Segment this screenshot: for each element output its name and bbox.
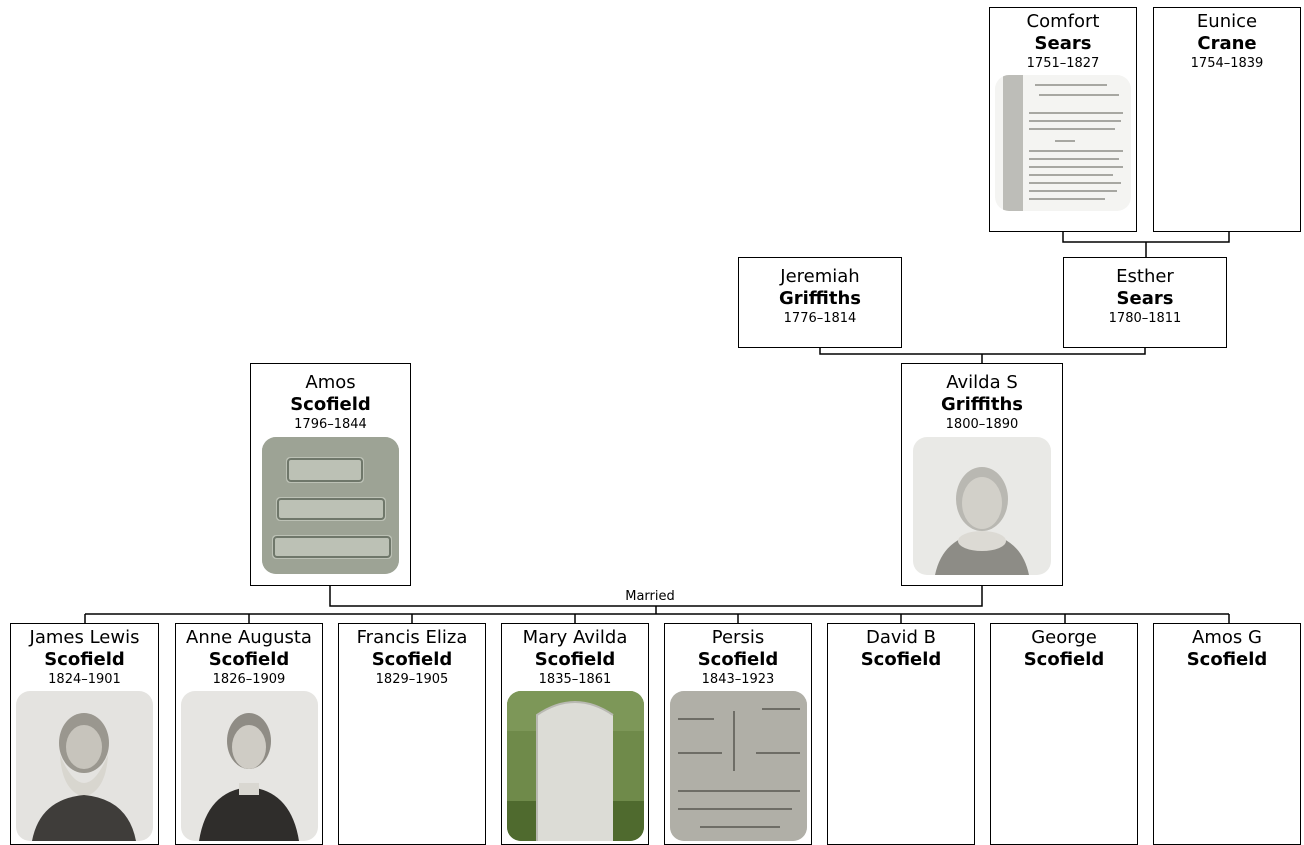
person-card-amos-g-scofield[interactable]: Amos G Scofield xyxy=(1153,623,1301,845)
given-name: Amos xyxy=(305,372,356,393)
document-scan-photo[interactable] xyxy=(995,75,1131,211)
headstone-photo[interactable] xyxy=(506,691,644,841)
given-name: Francis Eliza xyxy=(356,627,468,648)
given-name: Anne Augusta xyxy=(186,627,312,648)
person-card-persis-scofield[interactable]: Persis Scofield 1843–1923 xyxy=(664,623,812,845)
person-card-george-scofield[interactable]: George Scofield xyxy=(990,623,1138,845)
life-dates: 1751–1827 xyxy=(1026,56,1100,71)
surname: Scofield xyxy=(697,649,779,670)
gravestone-photo[interactable] xyxy=(262,437,399,574)
person-card-francis-eliza-scofield[interactable]: Francis Eliza Scofield 1829–1905 xyxy=(338,623,486,845)
life-dates: 1826–1909 xyxy=(212,672,286,687)
person-card-comfort-sears[interactable]: Comfort Sears 1751–1827 xyxy=(989,7,1137,232)
life-dates: 1796–1844 xyxy=(294,417,367,432)
portrait-woman-photo[interactable] xyxy=(180,691,318,841)
person-card-jeremiah-griffiths[interactable]: Jeremiah Griffiths 1776–1814 xyxy=(738,257,902,348)
given-name: Persis xyxy=(711,627,765,648)
surname: Scofield xyxy=(290,394,371,415)
portrait-woman-photo[interactable] xyxy=(913,437,1051,575)
person-card-eunice-crane[interactable]: Eunice Crane 1754–1839 xyxy=(1153,7,1301,232)
person-card-mary-avilda-scofield[interactable]: Mary Avilda Scofield 1835–1861 xyxy=(501,623,649,845)
person-card-esther-sears[interactable]: Esther Sears 1780–1811 xyxy=(1063,257,1227,348)
life-dates: 1843–1923 xyxy=(701,672,775,687)
given-name: David B xyxy=(865,627,937,648)
person-card-avilda-griffiths[interactable]: Avilda S Griffiths 1800–1890 xyxy=(901,363,1063,586)
life-dates: 1824–1901 xyxy=(48,672,121,687)
surname: Scofield xyxy=(534,649,616,670)
given-name: Avilda S xyxy=(946,372,1018,393)
surname: Scofield xyxy=(1023,649,1105,670)
given-name: Esther xyxy=(1116,266,1174,287)
surname: Scofield xyxy=(208,649,290,670)
life-dates: 1829–1905 xyxy=(375,672,449,687)
life-dates: 1835–1861 xyxy=(538,672,612,687)
life-dates: 1776–1814 xyxy=(783,311,857,326)
life-dates: 1754–1839 xyxy=(1190,56,1264,71)
person-card-amos-scofield[interactable]: Amos Scofield 1796–1844 xyxy=(250,363,411,586)
given-name: Mary Avilda xyxy=(522,627,628,648)
surname: Griffiths xyxy=(778,288,862,309)
surname: Scofield xyxy=(860,649,942,670)
life-dates: 1780–1811 xyxy=(1108,311,1182,326)
given-name: Comfort xyxy=(1026,11,1100,32)
portrait-bearded-man-photo[interactable] xyxy=(16,691,153,841)
surname: Griffiths xyxy=(940,394,1024,415)
given-name: James Lewis xyxy=(29,627,140,648)
surname: Crane xyxy=(1197,33,1257,54)
life-dates: 1800–1890 xyxy=(945,417,1019,432)
surname: Scofield xyxy=(44,649,125,670)
person-card-david-b-scofield[interactable]: David B Scofield xyxy=(827,623,975,845)
gravestone-photo[interactable] xyxy=(669,691,807,841)
given-name: Eunice xyxy=(1196,11,1258,32)
surname: Scofield xyxy=(1186,649,1268,670)
given-name: Jeremiah xyxy=(780,266,860,287)
person-card-james-lewis-scofield[interactable]: James Lewis Scofield 1824–1901 xyxy=(10,623,159,845)
surname: Sears xyxy=(1034,33,1092,54)
married-label: Married xyxy=(625,589,675,604)
surname: Scofield xyxy=(371,649,453,670)
person-card-anne-augusta-scofield[interactable]: Anne Augusta Scofield 1826–1909 xyxy=(175,623,323,845)
given-name: Amos G xyxy=(1192,627,1262,648)
surname: Sears xyxy=(1116,288,1174,309)
given-name: George xyxy=(1031,627,1097,648)
